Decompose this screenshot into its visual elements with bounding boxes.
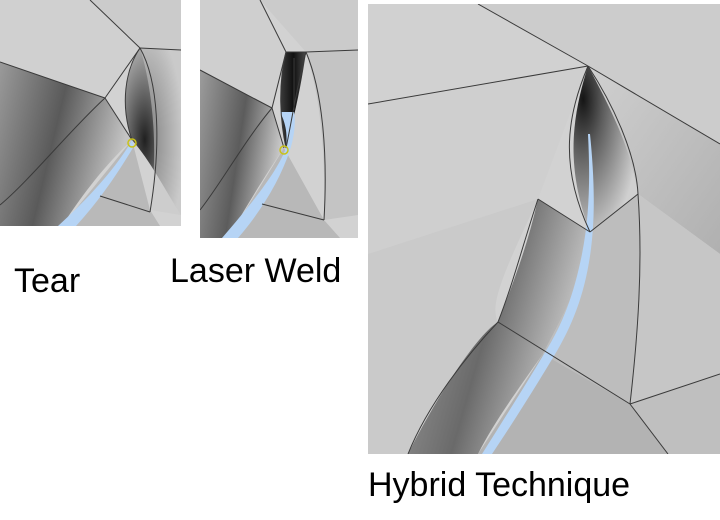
caption-tear: Tear	[14, 262, 81, 300]
laser-weld-geometry	[200, 0, 358, 238]
hybrid-technique-render	[368, 4, 720, 454]
caption-hybrid-technique: Hybrid Technique	[368, 466, 631, 504]
tear-render	[0, 0, 181, 226]
hybrid-technique-geometry	[368, 4, 720, 454]
vertex-marker-icon	[127, 138, 137, 148]
caption-laser-weld: Laser Weld	[170, 252, 342, 290]
laser-weld-render	[200, 0, 358, 238]
tear-geometry	[0, 0, 181, 226]
vertex-marker-icon	[279, 145, 289, 155]
